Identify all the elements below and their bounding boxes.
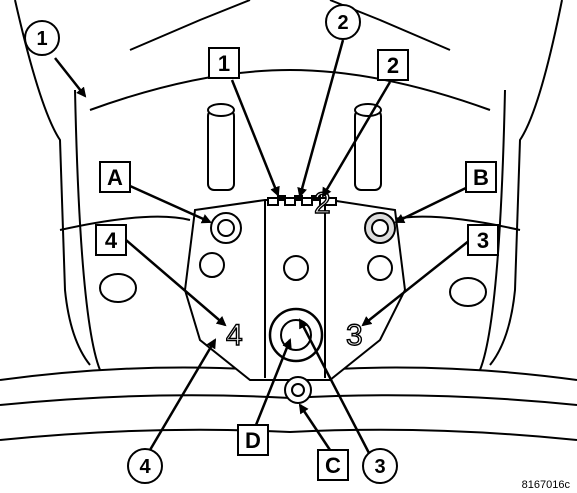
svg-text:4: 4 [139, 456, 151, 478]
svg-text:C: C [325, 453, 341, 478]
leader-lines [54, 39, 471, 456]
callout-box-d: D [237, 424, 269, 456]
callout-circle-3: 3 [362, 448, 398, 484]
callout-box-1: 1 [208, 47, 240, 79]
bolt-b-icon [364, 212, 396, 244]
svg-text:1: 1 [36, 28, 47, 50]
callout-box-a: A [99, 161, 131, 193]
svg-text:A: A [107, 165, 123, 190]
callout-box-b: B [465, 161, 497, 193]
callout-box-c: C [317, 449, 349, 481]
svg-text:D: D [245, 428, 261, 453]
bolt-a-icon [210, 212, 242, 244]
bolt-holes [199, 252, 393, 281]
vehicle-body-outline [0, 0, 577, 441]
svg-text:2: 2 [337, 12, 348, 34]
svg-text:3: 3 [374, 456, 385, 478]
callout-circle-1: 1 [24, 20, 60, 56]
bolt-c-icon [284, 376, 312, 404]
callout-box-3: 3 [467, 224, 499, 256]
part-marking-center: 2 [314, 187, 331, 220]
callout-circle-2: 2 [325, 4, 361, 40]
svg-text:B: B [473, 165, 489, 190]
callout-box-4: 4 [95, 224, 127, 256]
center-bolt-icon [268, 307, 324, 363]
svg-text:3: 3 [477, 228, 489, 253]
svg-text:1: 1 [218, 51, 230, 76]
callout-box-2: 2 [377, 49, 409, 81]
part-marking-left: 4 [226, 319, 243, 352]
mount-bracket [183, 199, 407, 381]
figure-id: 8167016c [522, 479, 571, 491]
callout-circle-4: 4 [127, 448, 163, 484]
part-marking-right: 3 [346, 319, 363, 352]
svg-text:2: 2 [387, 53, 399, 78]
svg-text:4: 4 [105, 228, 118, 253]
